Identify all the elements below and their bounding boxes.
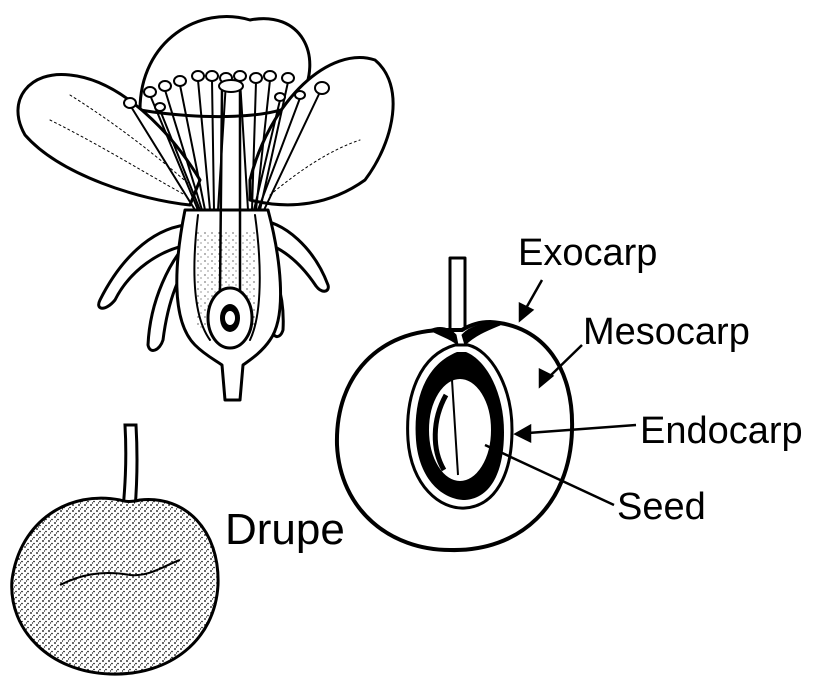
drupe-whole-illustration [12, 425, 218, 674]
flower-illustration [18, 17, 393, 400]
drupe-whole-body [12, 498, 218, 674]
endocarp-label: Endocarp [640, 412, 803, 450]
drupe-label: Drupe [225, 508, 345, 552]
drupe-section-stem [450, 258, 465, 330]
exocarp-arrowhead [520, 304, 532, 320]
flower-stigma [219, 80, 243, 92]
drupe-section-illustration [337, 258, 572, 550]
exocarp-label: Exocarp [518, 234, 657, 272]
seed-label: Seed [617, 488, 706, 526]
mesocarp-label: Mesocarp [583, 313, 750, 351]
exocarp-leader [525, 280, 542, 310]
